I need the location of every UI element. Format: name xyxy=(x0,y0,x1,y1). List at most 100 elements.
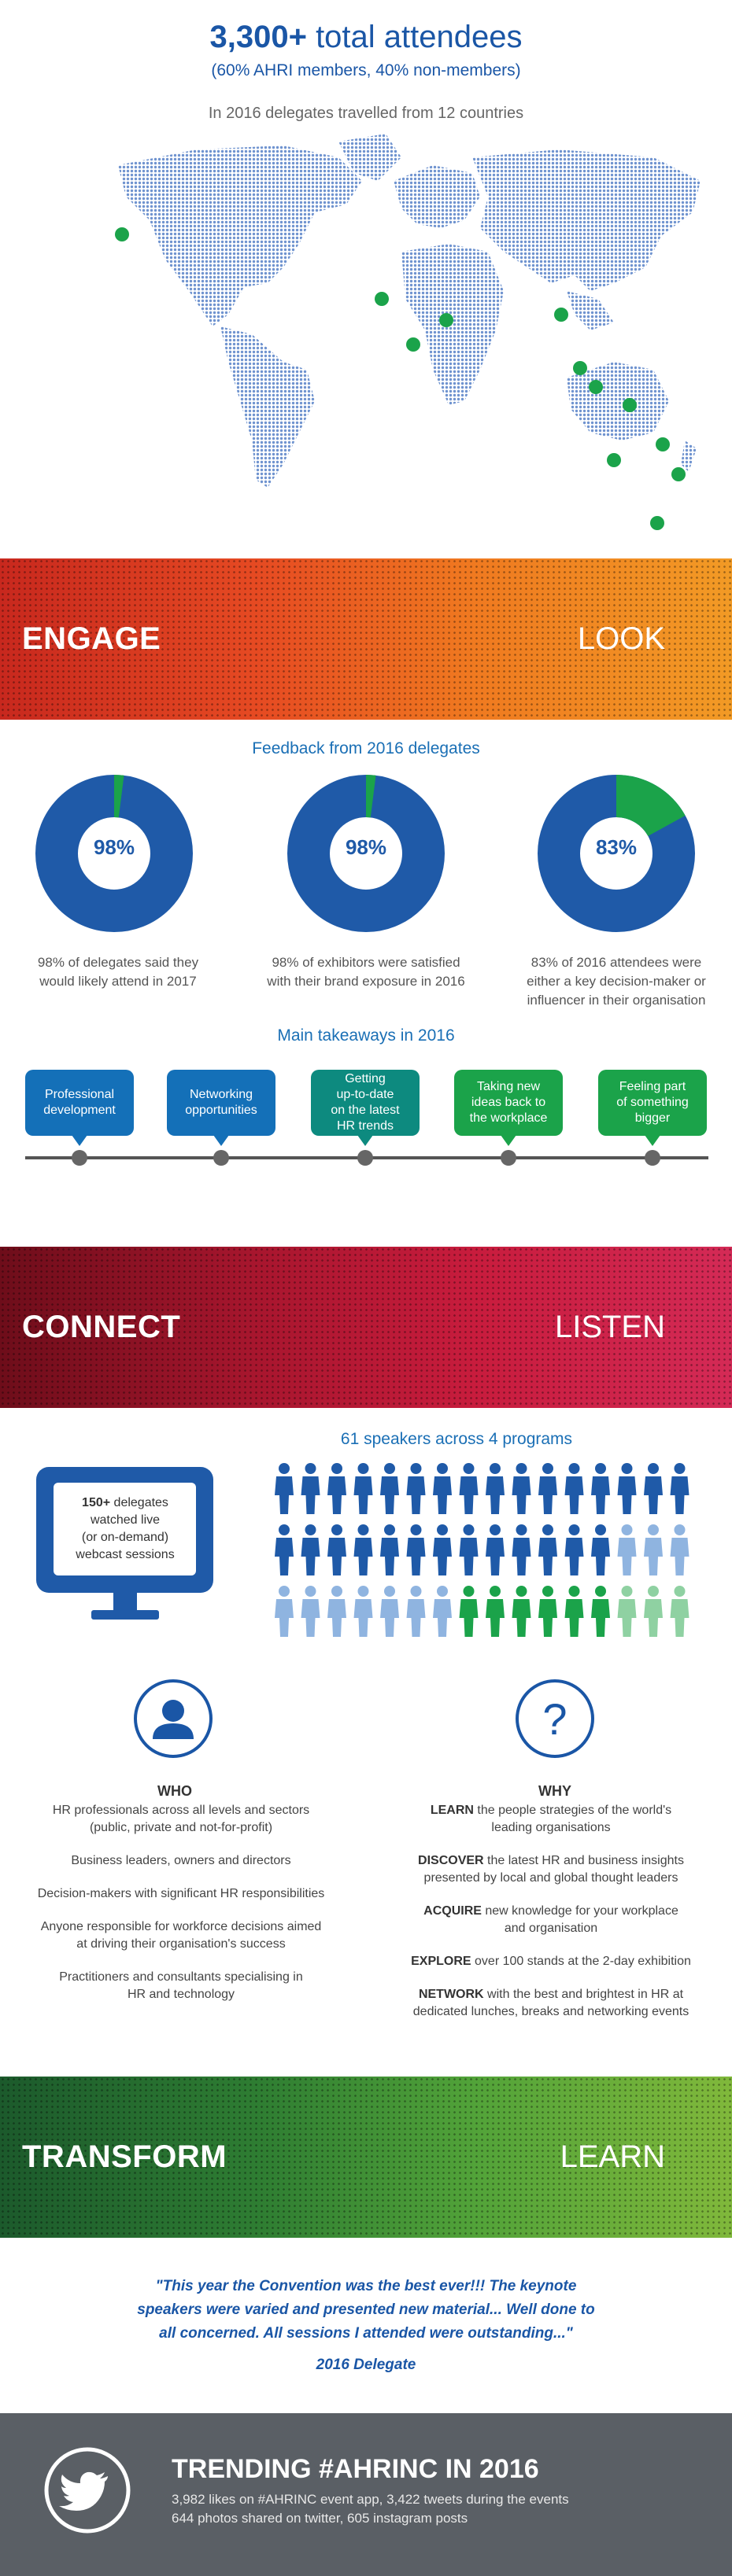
engage-label: ENGAGE xyxy=(22,621,161,656)
feedback-title: Feedback from 2016 delegates xyxy=(252,739,480,757)
speaker-figure xyxy=(617,1586,637,1637)
why-line: and organisation xyxy=(504,1922,598,1935)
feedback-line: would likely attend in 2017 xyxy=(39,974,197,989)
donut-label-attendees: 83% xyxy=(595,835,638,859)
who-line: Business leaders, owners and directors xyxy=(71,1854,291,1867)
quote-line: speakers were varied and presented new m… xyxy=(137,2301,595,2318)
takeaway-line: Networking xyxy=(189,1088,253,1101)
takeaway-line: of something xyxy=(616,1096,689,1109)
speaker-figure xyxy=(433,1586,452,1637)
speaker-figure xyxy=(406,1524,426,1575)
twitter-icon xyxy=(44,2447,131,2534)
takeaway-line: on the latest xyxy=(331,1104,400,1117)
transform-banner: TRANSFORM LEARN xyxy=(0,2077,732,2238)
monitor-icon xyxy=(36,1467,213,1620)
takeaway-line: development xyxy=(43,1104,116,1117)
connect-banner: CONNECT LISTEN xyxy=(0,1247,732,1408)
takeaway-line: Feeling part xyxy=(619,1080,686,1093)
why-line: over 100 stands at the 2-day exhibition xyxy=(471,1955,691,1968)
webcast-line: webcast sessions xyxy=(76,1548,175,1561)
feedback-line: either a key decision-maker or xyxy=(527,974,706,989)
feedback-line: 83% of 2016 attendees were xyxy=(531,955,702,970)
takeaway-line: bigger xyxy=(634,1111,671,1125)
speaker-figure xyxy=(353,1586,373,1637)
speaker-figure xyxy=(670,1586,689,1637)
speaker-figure xyxy=(433,1463,452,1514)
speaker-figure xyxy=(670,1463,689,1514)
takeaway-line: opportunities xyxy=(185,1104,257,1117)
who-list: HR professionals across all levels and s… xyxy=(0,1802,362,2019)
connect-label: CONNECT xyxy=(22,1310,181,1344)
timeline-dot xyxy=(357,1150,373,1166)
who-line: at driving their organisation's success xyxy=(76,1937,286,1951)
timeline-dot xyxy=(501,1150,516,1166)
speaker-figure xyxy=(301,1524,320,1575)
countries-text: In 2016 delegates travelled from 12 coun… xyxy=(208,105,524,122)
speaker-figure xyxy=(486,1524,505,1575)
who-line: Practitioners and consultants specialisi… xyxy=(59,1970,303,1984)
takeaway-something-bigger: Feeling part of something bigger xyxy=(598,1070,707,1146)
why-list: LEARN the people strategies of the world… xyxy=(370,1802,732,2036)
feedback-line: influencer in their organisation xyxy=(527,993,706,1008)
why-keyword: DISCOVER xyxy=(418,1854,484,1867)
donut-label-exhibitors: 98% xyxy=(345,835,387,859)
question-icon: ? xyxy=(516,1679,594,1758)
speaker-figure xyxy=(538,1524,557,1575)
speaker-figure xyxy=(327,1586,346,1637)
quote-line: "This year the Convention was the best e… xyxy=(155,2278,577,2294)
why-line: dedicated lunches, breaks and networking… xyxy=(412,2005,689,2018)
who-line: (public, private and not-for-profit) xyxy=(89,1821,273,1834)
trending-stats-line: 644 photos shared on twitter, 605 instag… xyxy=(172,2511,468,2526)
transform-label: TRANSFORM xyxy=(22,2139,227,2174)
webcast-line: watched live xyxy=(90,1513,161,1527)
webcast-line: delegates xyxy=(110,1496,168,1509)
speaker-figure xyxy=(538,1463,557,1514)
speaker-figure xyxy=(617,1463,637,1514)
speaker-figure xyxy=(275,1524,294,1575)
speaker-figure xyxy=(380,1586,399,1637)
speaker-figure xyxy=(670,1524,689,1575)
speaker-figure xyxy=(591,1463,610,1514)
speaker-figure xyxy=(406,1463,426,1514)
speaker-figure xyxy=(538,1586,557,1637)
trending-section xyxy=(0,2413,732,2576)
why-item: NETWORK with the best and brightest in H… xyxy=(370,1986,732,2021)
engage-banner: ENGAGE LOOK xyxy=(0,558,732,720)
webcast-count: 150+ xyxy=(82,1496,111,1509)
who-item: Decision-makers with significant HR resp… xyxy=(0,1885,362,1903)
webcast-line: (or on-demand) xyxy=(81,1531,169,1544)
attendees-count: 3,300+ xyxy=(209,20,307,54)
speaker-figure xyxy=(644,1463,663,1514)
takeaway-line: Taking new xyxy=(476,1080,541,1093)
speaker-figure xyxy=(591,1524,610,1575)
timeline-dot xyxy=(72,1150,87,1166)
speaker-figure xyxy=(433,1524,452,1575)
who-line: HR professionals across all levels and s… xyxy=(52,1804,310,1817)
speaker-figure xyxy=(275,1463,294,1514)
speakers-title: 61 speakers across 4 programs xyxy=(340,1430,573,1448)
donut-slice xyxy=(616,775,686,836)
speaker-figure xyxy=(406,1586,426,1637)
speaker-figure xyxy=(459,1524,479,1575)
speaker-figure xyxy=(617,1524,637,1575)
who-item: Practitioners and consultants specialisi… xyxy=(0,1969,362,2003)
speaker-figure xyxy=(327,1463,346,1514)
speaker-figure xyxy=(353,1463,373,1514)
who-item: Business leaders, owners and directors xyxy=(0,1852,362,1870)
speaker-figure xyxy=(301,1463,320,1514)
speaker-figure xyxy=(564,1524,584,1575)
speaker-figure xyxy=(486,1463,505,1514)
why-line: the latest HR and business insights xyxy=(483,1854,684,1867)
speaker-figure xyxy=(301,1586,320,1637)
speaker-figure xyxy=(512,1524,531,1575)
takeaways-title: Main takeaways in 2016 xyxy=(277,1026,455,1045)
speaker-figure xyxy=(327,1524,346,1575)
attendees-breakdown: (60% AHRI members, 40% non-members) xyxy=(211,61,521,79)
why-keyword: EXPLORE xyxy=(411,1955,471,1968)
person-icon xyxy=(134,1679,213,1758)
why-keyword: ACQUIRE xyxy=(423,1904,482,1918)
donut-label-delegates: 98% xyxy=(93,835,135,859)
